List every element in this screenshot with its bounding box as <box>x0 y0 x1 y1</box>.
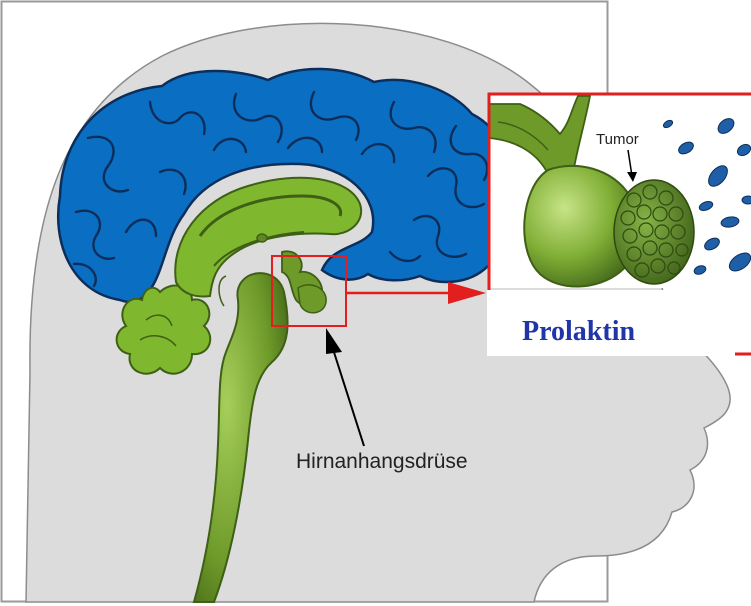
tumor-label: Tumor <box>596 131 639 148</box>
zoom-inset: Tumor <box>489 94 751 288</box>
pituitary-label: Hirnanhangsdrüse <box>296 450 468 473</box>
tumor-mass <box>614 180 694 284</box>
pituitary-gland <box>298 285 326 313</box>
hormone-label: Prolaktin <box>522 316 635 347</box>
